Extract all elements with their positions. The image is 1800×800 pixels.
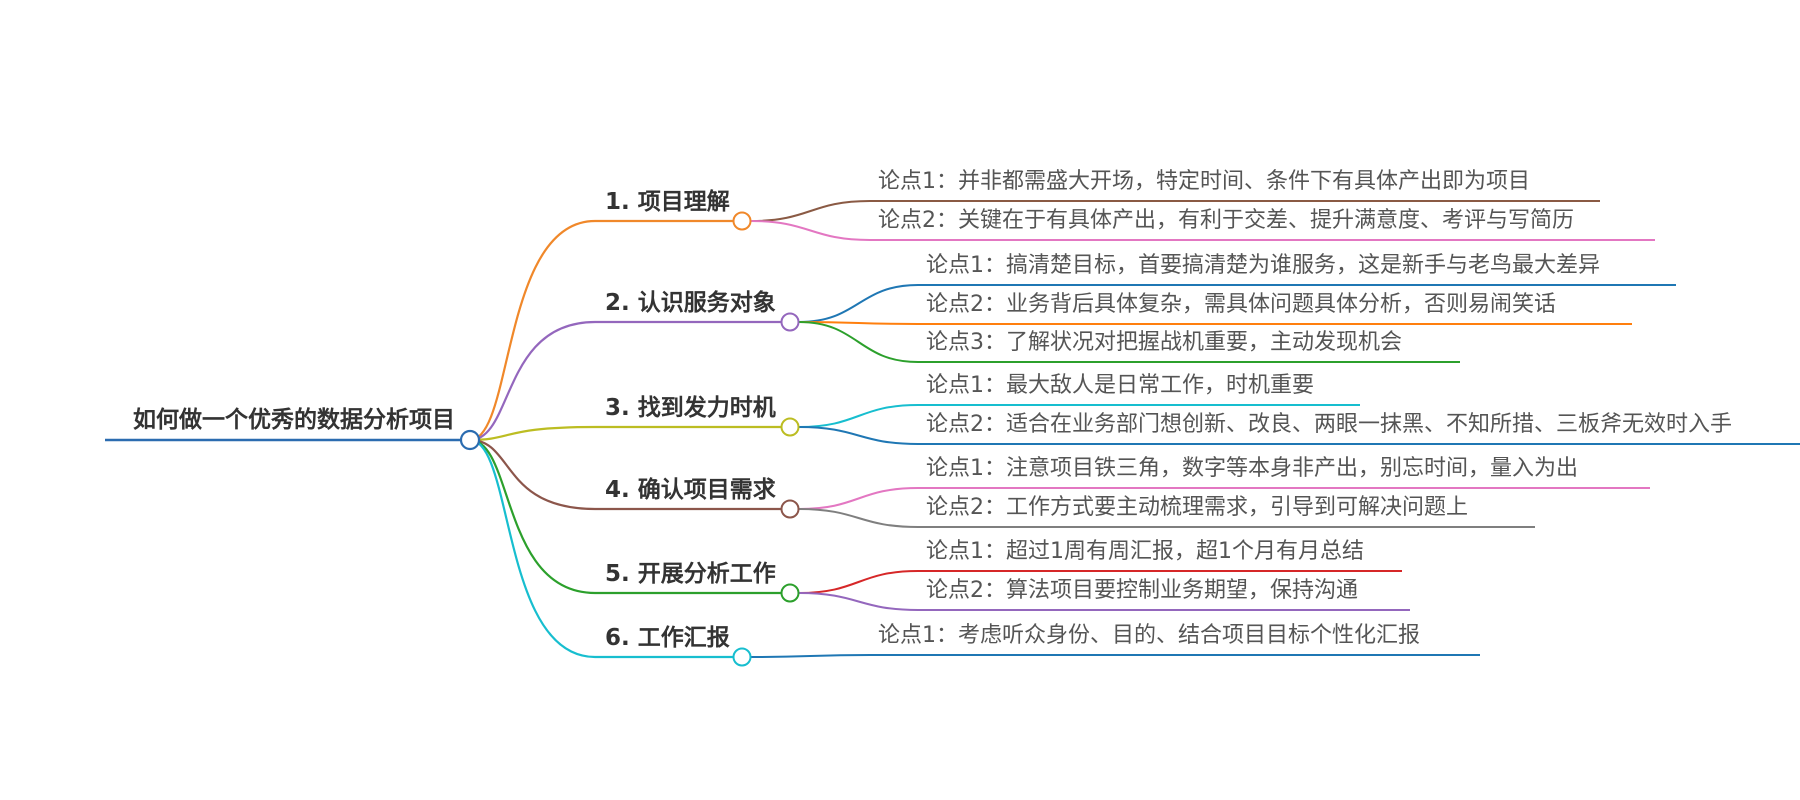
leaf-label: 论点2：算法项目要控制业务期望，保持沟通	[926, 578, 1358, 603]
branch-node-circle	[780, 499, 800, 519]
branch-node-circle	[780, 583, 800, 603]
branch-connector	[469, 219, 596, 442]
branch-label: 5. 开展分析工作	[605, 561, 776, 587]
leaf-label: 论点1：搞清楚目标，首要搞清楚为谁服务，这是新手与老鸟最大差异	[926, 253, 1600, 278]
branch-node-circle	[732, 211, 752, 231]
leaf-label: 论点2：工作方式要主动梳理需求，引导到可解决问题上	[926, 495, 1468, 520]
leaf-label: 论点1：超过1周有周汇报，超1个月有月总结	[926, 539, 1364, 564]
branch-connector	[469, 320, 596, 442]
leaf-label: 论点1：注意项目铁三角，数字等本身非产出，别忘时间，量入为出	[926, 456, 1578, 481]
leaf-connector	[750, 220, 871, 241]
branch-label: 6. 工作汇报	[605, 625, 730, 651]
leaf-connector	[798, 321, 919, 363]
branch-label: 1. 项目理解	[605, 188, 730, 215]
leaf-label: 论点2：适合在业务部门想创新、改良、两眼一抹黑、不知所措、三板斧无效时入手	[926, 412, 1732, 437]
leaf-connector	[798, 404, 919, 428]
root-label: 如何做一个优秀的数据分析项目	[133, 406, 455, 433]
leaf-label: 论点1：并非都需盛大开场，特定时间、条件下有具体产出即为项目	[878, 169, 1530, 194]
branch-node-circle	[732, 647, 752, 667]
leaf-label: 论点3：了解状况对把握战机重要，主动发现机会	[926, 330, 1402, 355]
leaf-connector	[798, 487, 919, 510]
leaf-connector	[798, 592, 919, 611]
branch-node-circle	[780, 312, 800, 332]
leaf-label: 论点2：关键在于有具体产出，有利于交差、提升满意度、考评与写简历	[878, 208, 1574, 233]
leaf-connector	[798, 570, 919, 594]
branch-label: 3. 找到发力时机	[605, 394, 776, 421]
leaf-label: 论点2：业务背后具体复杂，需具体问题具体分析，否则易闹笑话	[926, 292, 1556, 317]
leaf-connector	[798, 321, 919, 325]
leaf-connector	[750, 654, 871, 658]
branch-connector	[469, 438, 596, 511]
branch-connector	[469, 438, 596, 595]
root-node-circle	[459, 429, 481, 451]
leaf-connector	[750, 200, 871, 222]
branch-label: 2. 认识服务对象	[605, 289, 776, 316]
branch-connector	[469, 425, 596, 442]
branch-label: 4. 确认项目需求	[605, 477, 776, 503]
leaf-connector	[798, 508, 919, 528]
leaf-label: 论点1：最大敌人是日常工作，时机重要	[926, 373, 1314, 398]
branch-connector	[469, 438, 596, 659]
leaf-label: 论点1：考虑听众身份、目的、结合项目目标个性化汇报	[878, 623, 1420, 648]
leaf-connector	[798, 426, 919, 445]
branch-node-circle	[780, 417, 800, 437]
leaf-connector	[798, 284, 919, 323]
